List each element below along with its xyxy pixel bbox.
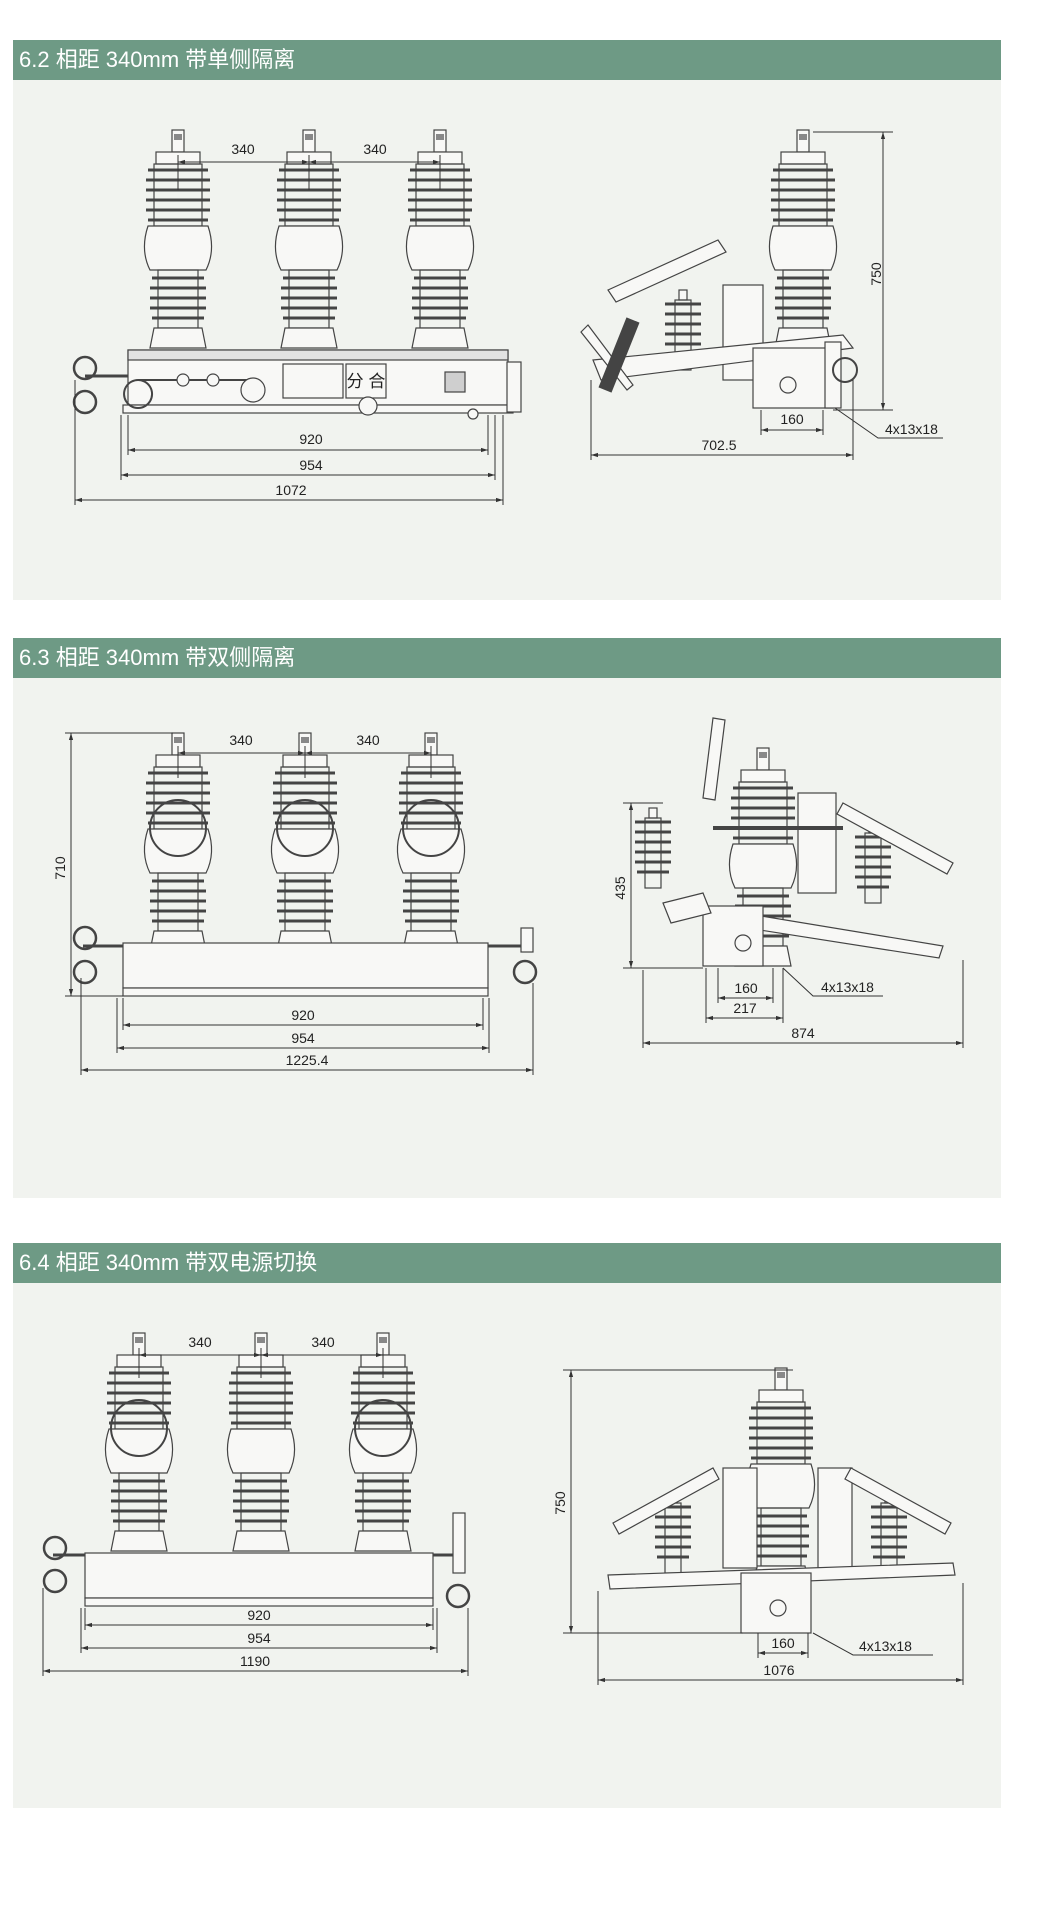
dim-702-5: 702.5 [701,437,736,453]
dim-phase-2: 340 [356,732,380,748]
dim-phase-2: 340 [311,1334,335,1350]
dim-hole: 4x13x18 [821,979,874,995]
dim-920: 920 [247,1607,271,1623]
dim-874: 874 [791,1025,815,1041]
section-title: 6.4 相距 340mm 带双电源切换 [13,1243,1001,1283]
dim-954: 954 [247,1630,271,1646]
section-6-2: 6.2 相距 340mm 带单侧隔离 分 合 [13,40,1001,600]
side-view: 435 160 217 874 4x13x18 [612,717,964,1048]
dim-710: 710 [52,856,68,880]
dim-435: 435 [612,876,628,900]
dim-1072: 1072 [275,482,306,498]
dim-phase-1: 340 [229,732,253,748]
drawing-6-4: 340 340 920 954 1190 [42,1331,964,1685]
dim-phase-1: 340 [231,141,255,157]
side-view: 750 160 1076 4x13x18 [552,1366,964,1685]
dim-height: 750 [868,262,884,286]
dim-phase-2: 340 [363,141,387,157]
section-title: 6.3 相距 340mm 带双侧隔离 [13,638,1001,678]
dim-1190: 1190 [240,1653,270,1669]
dim-1225-4: 1225.4 [286,1052,329,1068]
drawing-6-3: 340 340 710 920 954 1225.4 [52,717,964,1075]
dim-1076: 1076 [763,1662,794,1678]
dim-920: 920 [299,431,323,447]
front-view: 340 340 920 954 1190 [42,1331,471,1676]
section-title: 6.2 相距 340mm 带单侧隔离 [13,40,1001,80]
front-view: 分 合 340 340 [72,128,522,505]
dim-phase-1: 340 [188,1334,212,1350]
front-view: 340 340 710 920 954 1225.4 [52,731,538,1075]
dim-hole: 4x13x18 [885,421,938,437]
dim-217: 217 [733,1000,757,1016]
section-6-4: 6.4 相距 340mm 带双电源切换 [13,1243,1001,1808]
dim-160: 160 [780,411,804,427]
dim-750: 750 [552,1491,568,1515]
dim-920: 920 [291,1007,315,1023]
dim-954: 954 [291,1030,315,1046]
drawing-6-2: 分 合 340 340 [72,128,943,505]
section-6-3: 6.3 相距 340mm 带双侧隔离 [13,638,1001,1198]
dim-160: 160 [771,1635,795,1651]
dim-954: 954 [299,457,323,473]
dim-hole: 4x13x18 [859,1638,912,1654]
switch-label: 分 合 [347,372,386,391]
side-view: 750 160 702.5 4x13x18 [580,128,943,460]
dim-160: 160 [734,980,758,996]
